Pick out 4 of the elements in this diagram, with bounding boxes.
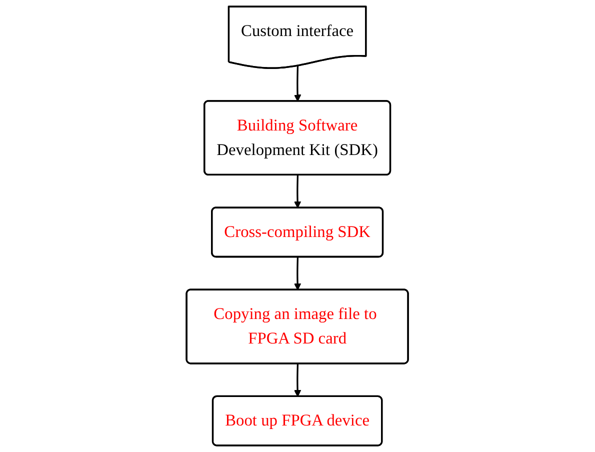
arrow (294, 66, 302, 102)
arrow (294, 364, 302, 397)
arrow (294, 175, 302, 208)
arrow (294, 257, 302, 290)
